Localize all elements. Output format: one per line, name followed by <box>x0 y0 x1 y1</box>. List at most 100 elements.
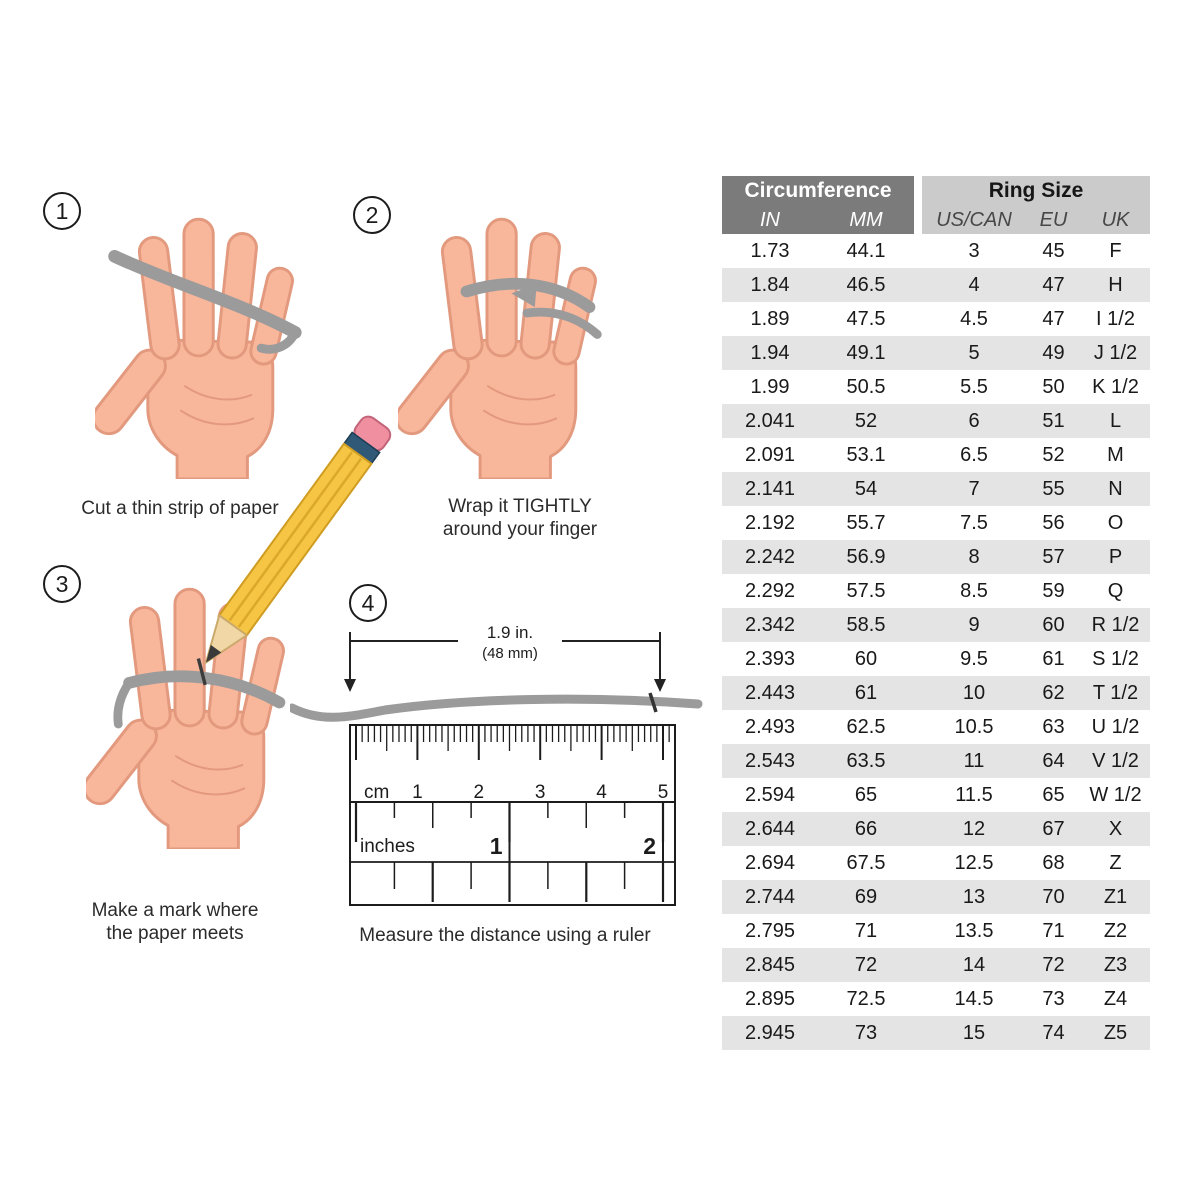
table-cell: 67 <box>1042 817 1065 840</box>
table-cell: 2.041 <box>744 409 796 432</box>
table-cell: 63.5 <box>846 749 886 772</box>
table-cell: S 1/2 <box>1092 647 1139 670</box>
caption-line: Make a mark where <box>91 900 259 921</box>
table-cell: 74 <box>1042 1021 1065 1044</box>
table-cell: I 1/2 <box>1096 307 1135 330</box>
table-cell: 71 <box>854 919 878 942</box>
table-cell: 53.1 <box>846 443 886 466</box>
step-number-badge: 1 <box>43 192 81 230</box>
step-number-badge: 4 <box>349 584 387 622</box>
step-caption-2: Wrap it TIGHTLY around your finger <box>405 495 635 541</box>
table-cell: 2.644 <box>744 817 796 840</box>
svg-text:1: 1 <box>490 833 503 859</box>
table-cell: 13.5 <box>954 919 994 942</box>
pen-mark <box>196 658 207 686</box>
step-caption-4: Measure the distance using a ruler <box>330 924 680 947</box>
paper-strip-icon <box>460 277 596 313</box>
step-caption-1: Cut a thin strip of paper <box>60 497 300 520</box>
table-cell: 2.945 <box>744 1021 796 1044</box>
table-cell: 6.5 <box>960 443 988 466</box>
table-cell: 2.493 <box>744 715 796 738</box>
table-cell: 63 <box>1042 715 1065 738</box>
measurement-label: 1.9 in. <box>487 623 533 642</box>
table-cell: R 1/2 <box>1091 613 1140 636</box>
table-cell: 9.5 <box>960 647 988 670</box>
table-cell: 11.5 <box>955 783 993 806</box>
arrow-down-icon <box>654 679 666 692</box>
column-header: UK <box>1081 206 1150 234</box>
table-cell: 70 <box>1042 885 1065 908</box>
table-cell: 2.795 <box>744 919 796 942</box>
table-cell: 5.5 <box>960 375 988 398</box>
paper-strip-wrap-icon <box>522 307 602 339</box>
caption-line: around your finger <box>442 519 598 540</box>
table-cell: 55 <box>1042 477 1065 500</box>
table-cell: 51 <box>1042 409 1065 432</box>
table-cell: 14 <box>962 953 986 976</box>
table-cell: 61 <box>1042 647 1065 670</box>
pen-mark <box>648 692 658 713</box>
table-cell: 60 <box>854 647 878 670</box>
caption-line: Wrap it TIGHTLY <box>448 496 592 517</box>
ruler-bottom-ticks <box>393 862 665 902</box>
hand-illustration-step1 <box>95 186 302 479</box>
column-header: US/CAN <box>922 206 1026 234</box>
column-header: EU <box>1026 206 1081 234</box>
table-cell: 47.5 <box>846 307 886 330</box>
table-cell: P <box>1108 545 1123 568</box>
table-cell: 2.594 <box>744 783 796 806</box>
table-cell: 60 <box>1042 613 1065 636</box>
table-cell: 72 <box>854 953 878 976</box>
table-cell: 56 <box>1042 511 1065 534</box>
table-cell: 2.342 <box>744 613 796 636</box>
svg-text:2: 2 <box>643 833 656 859</box>
table-cell: 11 <box>963 749 985 772</box>
svg-text:5: 5 <box>658 782 669 803</box>
svg-text:2: 2 <box>474 782 485 803</box>
table-cell: 67.5 <box>846 851 886 874</box>
table-cell: 5 <box>968 341 980 364</box>
table-cell: 65 <box>1042 783 1065 806</box>
table-cell: O <box>1107 511 1124 534</box>
paper-strip-icon <box>123 670 286 709</box>
cm-label: cm <box>364 782 389 803</box>
table-cell: 73 <box>854 1021 878 1044</box>
measurement-sublabel: (48 mm) <box>482 645 538 662</box>
caption-line: Cut a thin strip of paper <box>81 498 279 519</box>
table-cell: 2.192 <box>744 511 796 534</box>
table-cell: H <box>1108 273 1123 296</box>
paper-strip-icon <box>290 694 703 722</box>
caption-line: Measure the distance using a ruler <box>359 925 651 946</box>
table-cell: 1.99 <box>750 375 790 398</box>
table-cell: 62.5 <box>846 715 886 738</box>
table-cell: 69 <box>854 885 878 908</box>
table-cell: 14.5 <box>954 987 994 1010</box>
column-header: MM <box>818 206 914 234</box>
pencil-lead-tip <box>206 644 222 663</box>
table-cell: 7.5 <box>960 511 988 534</box>
svg-text:1: 1 <box>412 782 423 803</box>
table-cell: 56.9 <box>846 545 886 568</box>
column-header: IN <box>722 206 818 234</box>
arrow-down-icon <box>344 679 356 692</box>
table-cell: 65 <box>854 783 878 806</box>
pencil-icon <box>204 415 392 665</box>
table-cell: 2.543 <box>744 749 796 772</box>
